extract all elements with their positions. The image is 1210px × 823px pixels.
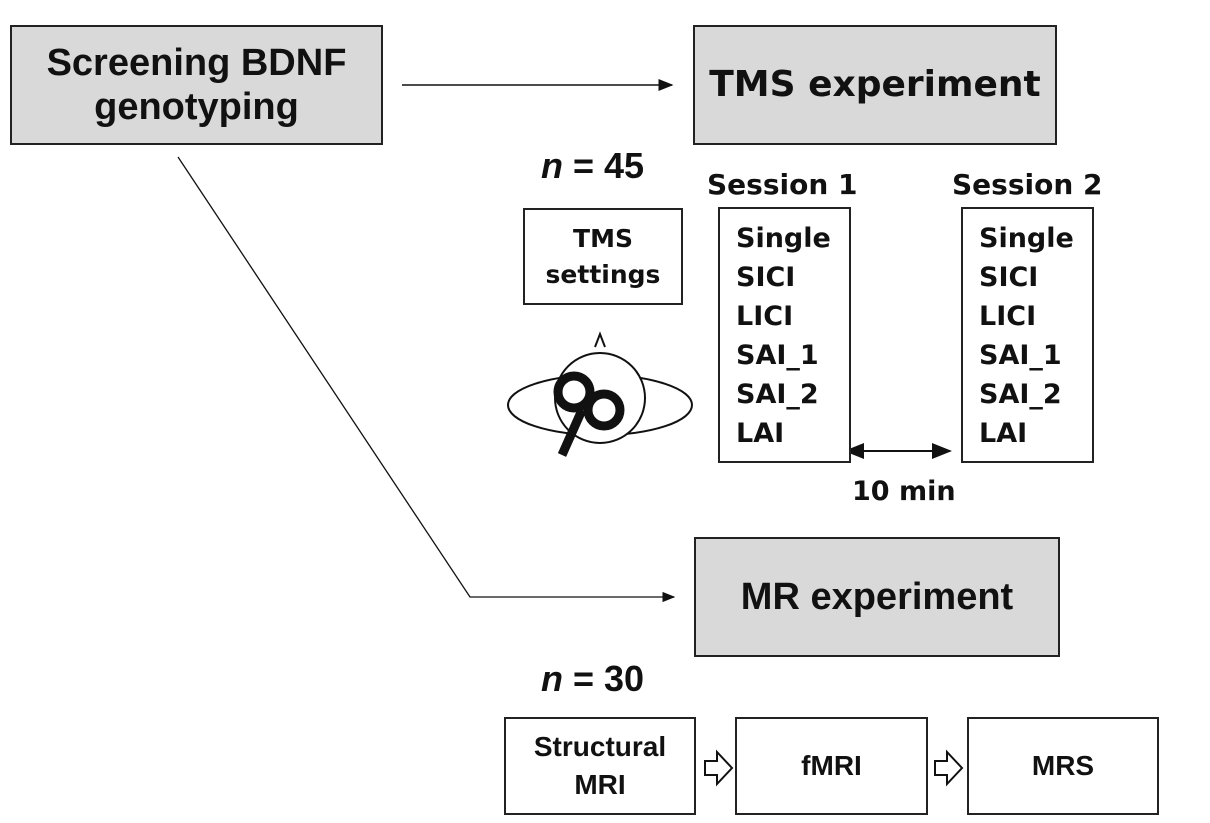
session-2-item: SAI_1 [979,340,1062,371]
session-1-title: Session 1 [707,168,858,201]
tms-n-label: n = 45 [541,145,644,187]
tms-experiment-box: TMS experiment [693,25,1057,145]
session-1-item: SAI_1 [736,340,819,371]
mr-experiment-box: MR experiment [694,537,1060,657]
step-arrow-1 [704,749,734,787]
tms-settings-box: TMS settings [523,208,683,305]
session-1-item: Single [736,223,831,254]
session-2-title: Session 2 [952,168,1103,201]
tms-settings-line1: TMS [573,223,633,253]
session-1-list: Single SICI LICI SAI_1 SAI_2 LAI [718,207,851,463]
mr-step-line1: Structural [533,731,667,762]
session-2-list: Single SICI LICI SAI_1 SAI_2 LAI [961,207,1094,463]
session-2-item: SAI_2 [979,379,1062,410]
session-2-item: Single [979,223,1074,254]
session-2-item: LICI [979,301,1037,332]
mr-experiment-title: MR experiment [740,576,1014,618]
screening-line1: Screening BDNF [46,42,347,84]
mr-n-var: n [541,658,563,699]
mr-step-fmri: fMRI [735,717,928,815]
mr-step-label: fMRI [801,750,862,781]
arrow-to-mr [177,156,676,603]
head-with-coil-icon [507,331,693,457]
session-2-item: LAI [979,418,1028,449]
mr-step-line2: MRI [574,769,626,800]
session-1-item: LAI [736,418,785,449]
mr-step-mrs: MRS [967,717,1159,815]
session-2-item: SICI [979,262,1039,293]
interval-label: 10 min [852,476,956,507]
session-1-item: SICI [736,262,796,293]
session-1-item: SAI_2 [736,379,819,410]
tms-experiment-title: TMS experiment [709,64,1041,105]
mr-step-label: MRS [1031,750,1095,781]
mr-n-label: n = 30 [541,658,644,700]
step-arrow-2 [934,749,964,787]
tms-settings-line2: settings [545,259,661,289]
tms-n-var: n [541,145,563,186]
screening-line2: genotyping [94,86,299,128]
session-1-item: LICI [736,301,794,332]
mr-n-value: = 30 [563,658,645,699]
tms-n-value: = 45 [563,145,645,186]
